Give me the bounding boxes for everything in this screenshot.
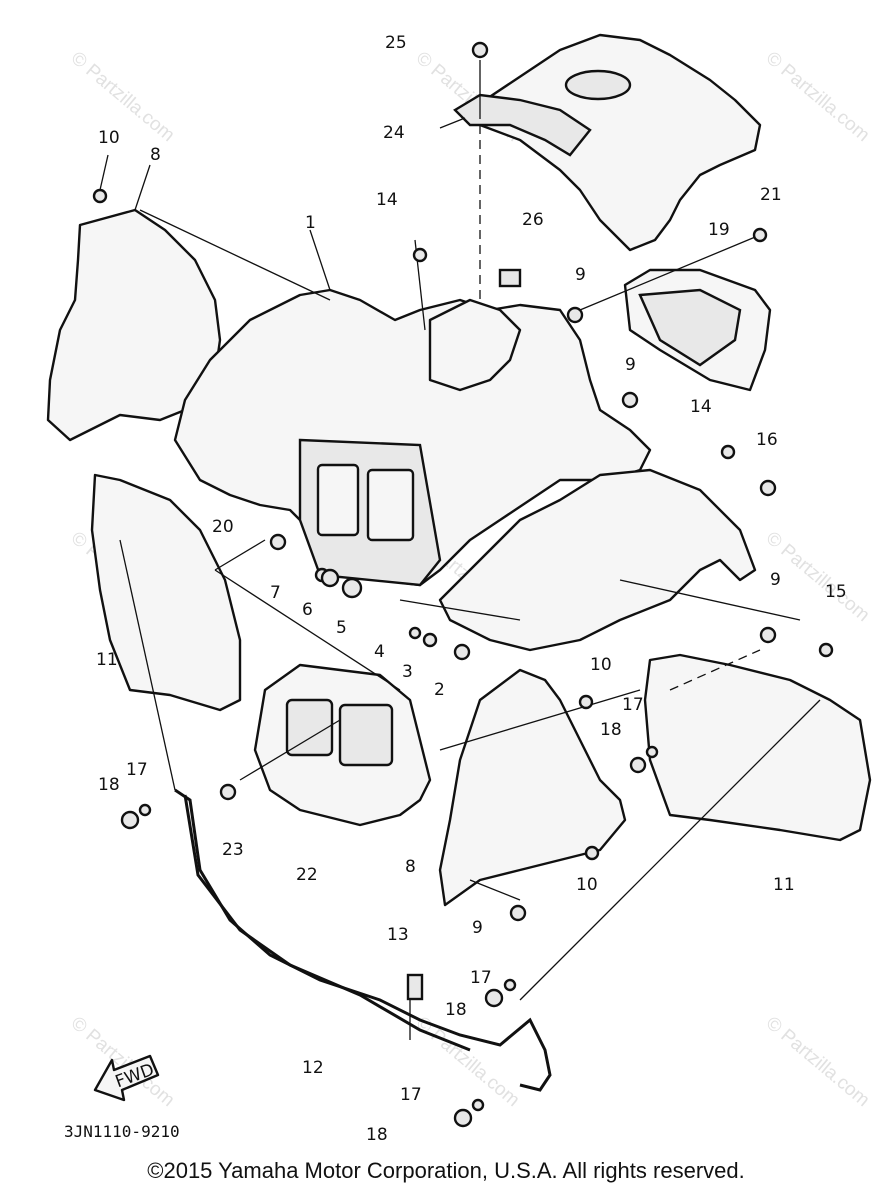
callout-3: 3 (402, 662, 413, 682)
nut-20 (269, 533, 287, 551)
callout-18c: 18 (445, 1000, 467, 1020)
guard-bar-12 (174, 788, 552, 1092)
leader-lines (99, 60, 821, 1040)
nut-10 (92, 188, 108, 204)
callout-4: 4 (374, 642, 385, 662)
bolt-21 (752, 227, 768, 243)
right-fender-plate (438, 468, 757, 652)
front-fender-body (173, 288, 652, 587)
bolt-9d (509, 904, 527, 922)
fasteners (92, 41, 834, 1128)
callout-8b: 8 (405, 857, 416, 877)
right-inner-panel-11 (643, 653, 872, 842)
watermark: © Partzilla.com (412, 1013, 524, 1111)
callout-18: 18 (600, 720, 622, 740)
nut-10c (584, 845, 600, 861)
washer-17 (645, 745, 659, 759)
left-inner-panel-11 (90, 473, 242, 712)
nut-18c (484, 988, 504, 1008)
callout-17d: 17 (400, 1085, 422, 1105)
callout-23: 23 (222, 840, 244, 860)
callout-17c: 17 (470, 968, 492, 988)
bolt-15 (818, 642, 834, 658)
callout-14b: 14 (690, 397, 712, 417)
callout-2: 2 (434, 680, 445, 700)
bolt-16 (759, 479, 777, 497)
callout-8: 8 (150, 145, 161, 165)
callout-16: 16 (756, 430, 778, 450)
headlight-bezel-22 (253, 663, 432, 827)
bolt-2 (453, 643, 471, 661)
callout-17: 17 (622, 695, 644, 715)
callout-10: 10 (98, 128, 120, 148)
left-side-panel-8 (46, 208, 222, 442)
callout-6: 6 (302, 600, 313, 620)
callout-18b: 18 (98, 775, 120, 795)
watermark: © Partzilla.com (67, 48, 179, 146)
callout-7: 7 (270, 583, 281, 603)
nut-18 (629, 756, 647, 774)
washer-4 (408, 626, 422, 640)
bolt-25 (471, 41, 489, 59)
nut-10b (578, 694, 594, 710)
collar-6 (320, 568, 340, 588)
right-side-panel-8 (438, 668, 627, 907)
washer-17c (503, 978, 517, 992)
watermark: © Partzilla.com (762, 48, 874, 146)
exploded-parts-diagram: © Partzilla.com © Partzilla.com © Partzi… (46, 33, 874, 1140)
callout-14: 14 (376, 190, 398, 210)
callout-21: 21 (760, 185, 782, 205)
bolt-9c (759, 626, 777, 644)
callout-17b: 17 (126, 760, 148, 780)
callout-11b: 11 (773, 875, 795, 895)
callout-25: 25 (385, 33, 407, 53)
bolt-13 (406, 973, 424, 1001)
bolt-9 (566, 306, 584, 324)
callout-5: 5 (336, 618, 347, 638)
callout-15: 15 (825, 582, 847, 602)
nut-18d (453, 1108, 473, 1128)
callout-19: 19 (708, 220, 730, 240)
callout-1: 1 (305, 213, 316, 233)
callout-24: 24 (383, 123, 405, 143)
callout-26: 26 (522, 210, 544, 230)
callout-22: 22 (296, 865, 318, 885)
washer-17d (471, 1098, 485, 1112)
callout-9d: 9 (472, 918, 483, 938)
callout-10c: 10 (576, 875, 598, 895)
callout-13: 13 (387, 925, 409, 945)
callout-11: 11 (96, 650, 118, 670)
bolt-14b (720, 444, 736, 460)
headlight-housing-19 (623, 268, 772, 392)
copyright-notice: ©2015 Yamaha Motor Corporation, U.S.A. A… (147, 1158, 745, 1183)
washer-17b (138, 803, 152, 817)
callouts: 25 24 10 8 14 1 26 9 21 19 9 14 16 20 7 … (96, 33, 847, 1140)
top-cover (453, 33, 762, 252)
washer-3 (422, 632, 438, 648)
callout-12: 12 (302, 1058, 324, 1078)
bolt-9b (621, 391, 639, 409)
callout-9c: 9 (770, 570, 781, 590)
watermark: © Partzilla.com (762, 1013, 874, 1111)
bolt-23 (219, 783, 237, 801)
callout-9: 9 (575, 265, 586, 285)
callout-9b: 9 (625, 355, 636, 375)
grommet-5 (341, 577, 363, 599)
callout-18d: 18 (366, 1125, 388, 1140)
callout-20: 20 (212, 517, 234, 537)
clip-26 (498, 268, 522, 288)
part-code-label: 3JN1110-9210 (64, 1122, 180, 1141)
nut-18b (120, 810, 140, 830)
bolt-14 (412, 247, 428, 263)
callout-10b: 10 (590, 655, 612, 675)
